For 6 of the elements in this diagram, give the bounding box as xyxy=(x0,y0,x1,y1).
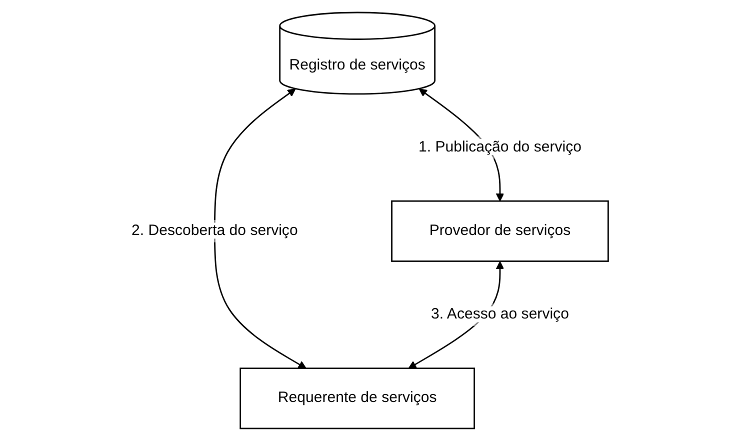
edge-label: 2. Descoberta do serviço xyxy=(132,222,298,239)
arrow xyxy=(214,88,307,369)
node-box: Provedor de serviços xyxy=(391,200,610,262)
edge-label: 1. Publicação do serviço xyxy=(418,139,582,156)
edge-label: 3. Acesso ao serviço xyxy=(431,306,570,322)
node-box: Requerente de serviços xyxy=(240,368,476,430)
